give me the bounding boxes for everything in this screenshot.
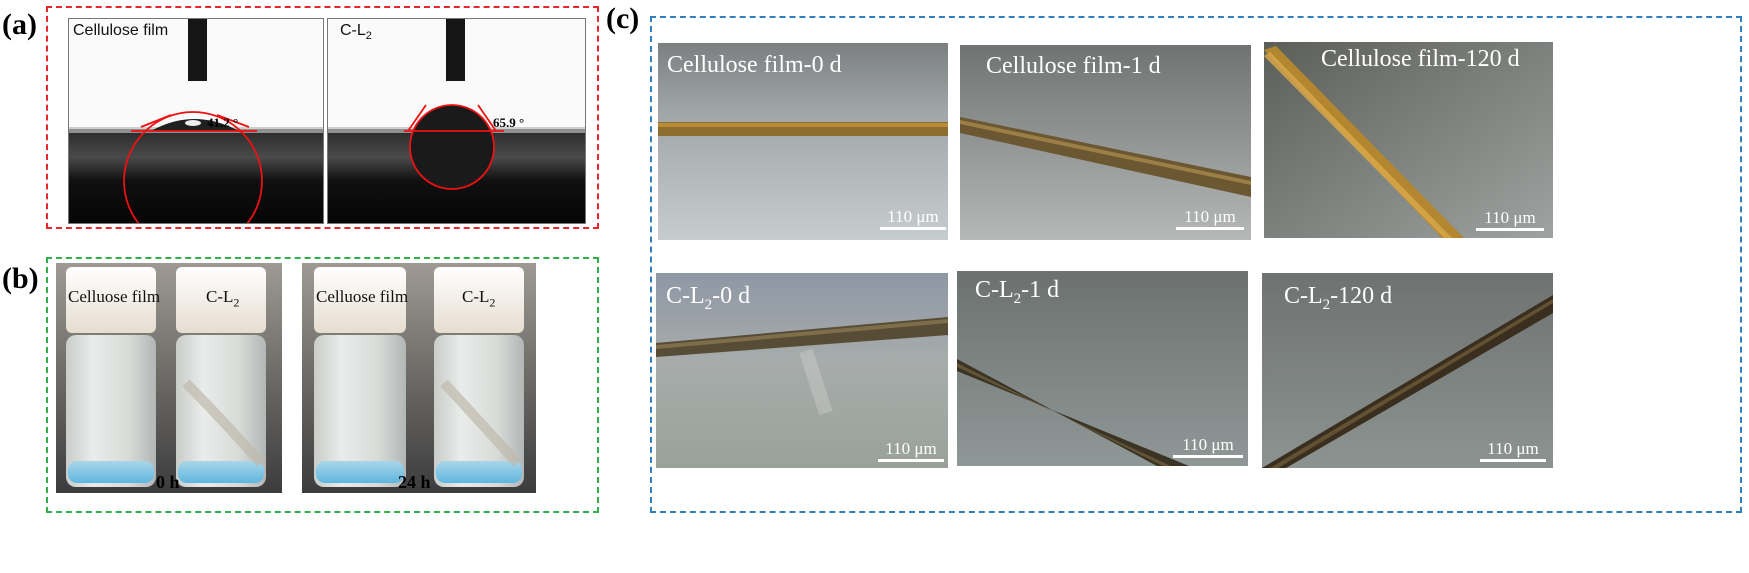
- vial-label-cl2: C-L2: [206, 287, 239, 310]
- label-base: C-L: [666, 283, 705, 309]
- micrograph-drawing: [1262, 273, 1553, 468]
- scale-bar-label: 110 μm: [1484, 208, 1536, 227]
- panel-b-frame: [46, 257, 599, 513]
- scale-bar-group: 110 μm: [1480, 439, 1546, 462]
- micrograph-drawing: [960, 45, 1251, 240]
- contact-angle-drawing-cl2: [328, 19, 585, 223]
- panel-c-frame: [650, 16, 1742, 513]
- scale-bar: [1173, 455, 1243, 458]
- scale-bar-label: 110 μm: [887, 207, 939, 226]
- scale-bar: [1480, 459, 1546, 462]
- label-suffix: -120 d: [1330, 283, 1393, 309]
- label-base: C-L: [340, 22, 366, 39]
- vial-photo-0h: Celluose film C-L2 0 h: [56, 263, 282, 493]
- scale-bar-group: 110 μm: [878, 439, 944, 462]
- label-base: C-L: [975, 277, 1014, 303]
- label-subscript: 2: [1322, 296, 1331, 313]
- micrograph-cellulose-0d: Cellulose film-0 d 110 μm: [658, 43, 948, 240]
- vial-photo-drawing: [302, 263, 536, 493]
- contact-angle-sample-label: C-L2: [340, 22, 372, 42]
- contact-angle-value: 65.9 °: [493, 115, 525, 130]
- scale-bar-label: 110 μm: [1184, 207, 1236, 226]
- micrograph-drawing: [1264, 42, 1553, 238]
- label-subscript: 2: [1013, 290, 1022, 307]
- label-suffix: -0 d: [712, 283, 751, 309]
- contact-angle-value: 41.2 °: [207, 115, 239, 130]
- time-label: 24 h: [398, 472, 431, 492]
- label-base: C-L: [1284, 283, 1323, 309]
- label-base: C-L: [462, 287, 490, 306]
- panel-c-label: (c): [606, 2, 640, 35]
- label-subscript: 2: [489, 295, 496, 310]
- scale-bar: [1476, 228, 1544, 231]
- panel-a-label: (a): [2, 8, 37, 41]
- micrograph-label: C-L2-1 d: [975, 277, 1059, 308]
- panel-b-label: (b): [2, 262, 39, 295]
- scale-bar-label: 110 μm: [1487, 439, 1539, 458]
- scale-bar-label: 110 μm: [1182, 435, 1234, 454]
- micrograph-cl2-1d: C-L2-1 d 110 μm: [957, 271, 1248, 466]
- contact-angle-image-cl2: C-L2 65.9 °: [327, 18, 586, 224]
- scale-bar-group: 110 μm: [1176, 207, 1244, 230]
- micrograph-drawing: [656, 273, 948, 468]
- vial-photo-drawing: [56, 263, 282, 493]
- label-suffix: -1 d: [1021, 277, 1060, 303]
- scale-bar-group: 110 μm: [1476, 208, 1544, 231]
- micrograph-cl2-0d: C-L2-0 d 110 μm: [656, 273, 948, 468]
- micrograph-label: Cellulose film-0 d: [667, 52, 842, 78]
- vial-label-cl2: C-L2: [462, 287, 495, 310]
- micrograph-label: C-L2-120 d: [1284, 283, 1392, 314]
- scale-bar: [1176, 227, 1244, 230]
- contact-angle-image-cellulose: Cellulose film 41.2 °: [68, 18, 324, 224]
- scale-bar-group: 110 μm: [1173, 435, 1243, 458]
- micrograph-drawing: [957, 271, 1248, 466]
- micrograph-label: C-L2-0 d: [666, 283, 750, 314]
- label-subscript: 2: [233, 295, 240, 310]
- label-base: C-L: [206, 287, 234, 306]
- scale-bar: [878, 459, 944, 462]
- micrograph-cellulose-1d: Cellulose film-1 d 110 μm: [960, 45, 1251, 240]
- scale-bar-label: 110 μm: [885, 439, 937, 458]
- micrograph-cl2-120d: C-L2-120 d 110 μm: [1262, 273, 1553, 468]
- micrograph-label: Cellulose film-120 d: [1321, 46, 1520, 72]
- vial-label-cellulose: Celluose film: [316, 287, 409, 306]
- vial-label-cellulose: Celluose film: [68, 287, 161, 306]
- scale-bar-group: 110 μm: [880, 207, 946, 230]
- panel-a-frame: [46, 6, 599, 229]
- contact-angle-sample-label: Cellulose film: [73, 22, 169, 39]
- micrograph-label: Cellulose film-1 d: [986, 53, 1161, 79]
- scale-bar: [880, 227, 946, 230]
- micrograph-drawing: [658, 43, 948, 240]
- time-label: 0 h: [156, 472, 180, 492]
- label-subscript: 2: [365, 30, 372, 43]
- vial-photo-24h: Celluose film C-L2 24 h: [302, 263, 536, 493]
- contact-angle-drawing-cellulose: [69, 19, 323, 223]
- label-subscript: 2: [704, 296, 713, 313]
- micrograph-cellulose-120d: Cellulose film-120 d 110 μm: [1264, 42, 1553, 238]
